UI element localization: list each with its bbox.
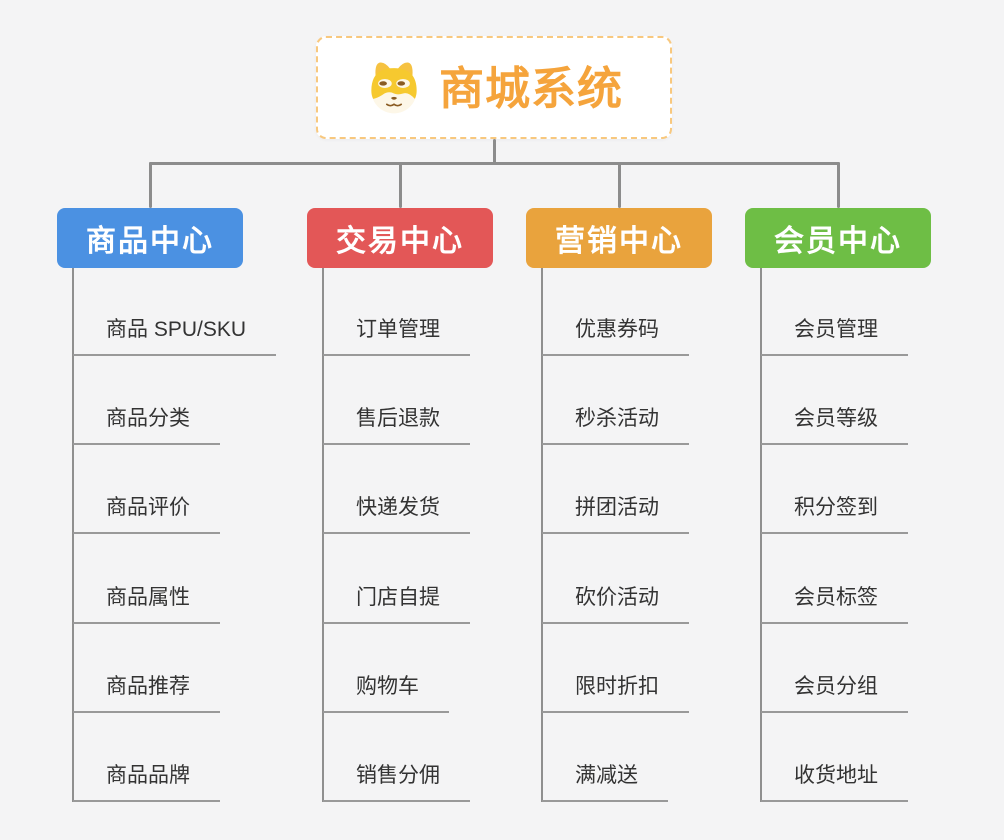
connector-branch-spine [322, 268, 324, 802]
leaf-node[interactable]: 商品 SPU/SKU [73, 314, 277, 356]
leaf-node[interactable]: 限时折扣 [542, 671, 689, 713]
root-node[interactable]: 商城系统 [316, 36, 672, 139]
leaf-node[interactable]: 销售分佣 [323, 760, 470, 802]
leaf-node[interactable]: 收货地址 [761, 760, 908, 802]
connector-branch-spine [760, 268, 762, 802]
leaf-node[interactable]: 商品分类 [73, 403, 220, 446]
leaf-node[interactable]: 拼团活动 [542, 492, 689, 535]
leaf-node[interactable]: 优惠券码 [542, 314, 689, 356]
branch-node-2[interactable]: 交易中心 [307, 208, 493, 268]
leaf-node[interactable]: 砍价活动 [542, 582, 689, 624]
leaf-node[interactable]: 快递发货 [323, 492, 470, 535]
leaf-node[interactable]: 购物车 [323, 671, 449, 713]
branch-node-4[interactable]: 会员中心 [745, 208, 931, 268]
connector-root-stub [492, 139, 496, 165]
leaf-node[interactable]: 满减送 [542, 760, 668, 802]
connector-branch-spine [72, 268, 74, 802]
leaf-node[interactable]: 商品评价 [73, 492, 220, 535]
leaf-node[interactable]: 积分签到 [761, 492, 908, 535]
leaf-node[interactable]: 会员等级 [761, 403, 908, 446]
leaf-node[interactable]: 商品推荐 [73, 671, 220, 713]
leaf-node[interactable]: 会员管理 [761, 314, 908, 356]
connector-branch-spine [541, 268, 543, 802]
connector-branch-stub [836, 162, 840, 208]
leaf-node[interactable]: 商品属性 [73, 582, 220, 624]
leaf-node[interactable]: 会员标签 [761, 582, 908, 624]
leaf-node[interactable]: 会员分组 [761, 671, 908, 713]
branch-column-4: 会员中心会员管理会员等级积分签到会员标签会员分组收货地址 [745, 208, 1004, 840]
connector-branch-stub [398, 162, 402, 208]
dog-face-icon [371, 62, 417, 113]
connector-branch-stub [617, 162, 621, 208]
branch-column-1: 商品中心商品 SPU/SKU 商品分类商品评价商品属性商品推荐商品品牌 [57, 208, 317, 840]
leaf-node[interactable]: 订单管理 [323, 314, 470, 356]
leaf-node[interactable]: 门店自提 [323, 582, 470, 624]
leaf-node[interactable]: 秒杀活动 [542, 403, 689, 446]
branch-column-3: 营销中心优惠券码秒杀活动拼团活动砍价活动限时折扣满减送 [526, 208, 786, 840]
branch-node-3[interactable]: 营销中心 [526, 208, 712, 268]
branch-node-1[interactable]: 商品中心 [57, 208, 243, 268]
leaf-node[interactable]: 售后退款 [323, 403, 470, 446]
branch-column-2: 交易中心订单管理售后退款快递发货门店自提购物车销售分佣 [307, 208, 567, 840]
connector-branch-stub [148, 162, 152, 208]
root-title: 商城系统 [438, 63, 623, 114]
leaf-node[interactable]: 商品品牌 [73, 760, 220, 802]
